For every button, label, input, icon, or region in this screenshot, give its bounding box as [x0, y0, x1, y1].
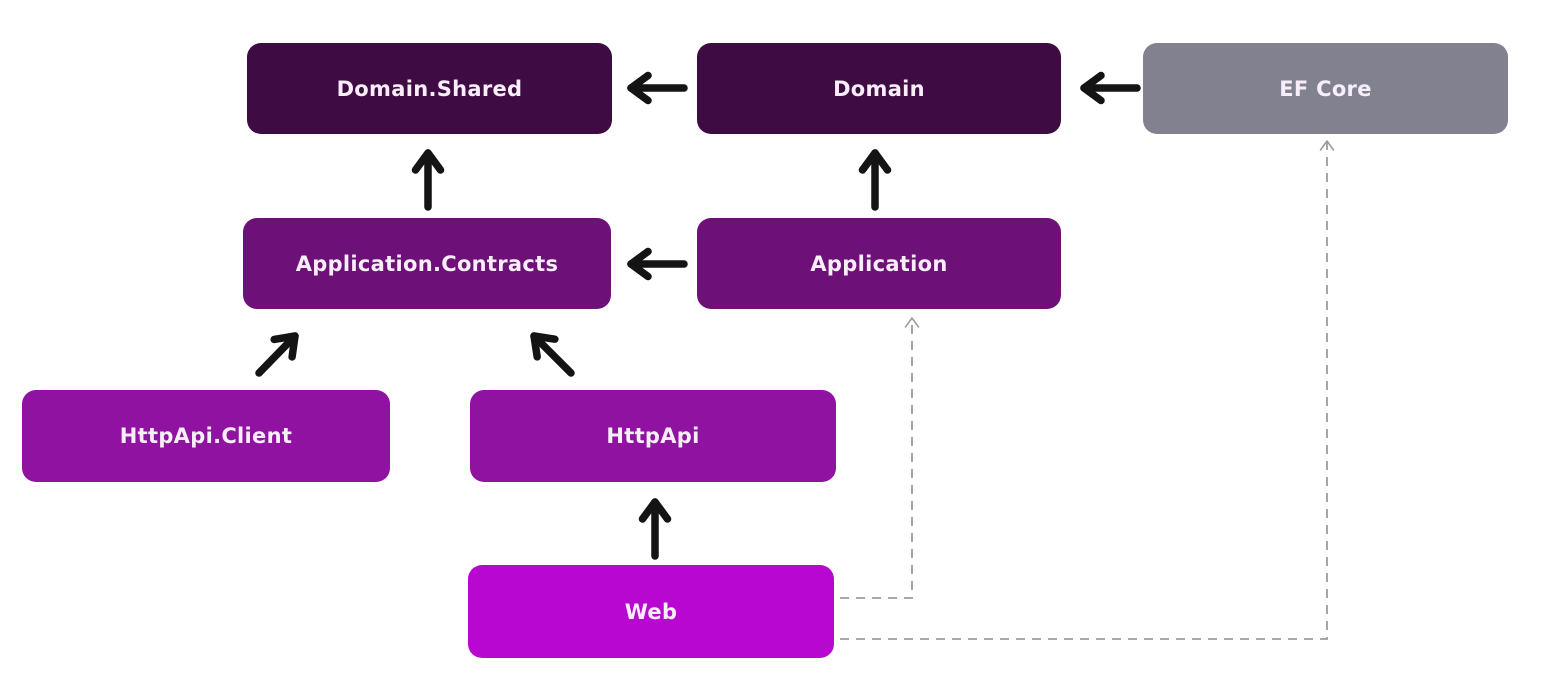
- box-ef-core-label: EF Core: [1279, 76, 1372, 101]
- box-domain: Domain: [697, 43, 1061, 134]
- box-httpapi: HttpApi: [470, 390, 836, 482]
- box-web-label: Web: [624, 599, 678, 624]
- dashed-arrow-web-to-efcore: [840, 140, 1335, 640]
- box-httpapi-client: HttpApi.Client: [22, 390, 390, 482]
- dashed-arrow-web-to-application: [840, 317, 920, 599]
- box-domain-shared: Domain.Shared: [247, 43, 612, 134]
- box-domain-shared-label: Domain.Shared: [336, 76, 523, 101]
- arrow-httpapi-to-application-contracts: [530, 332, 575, 377]
- box-domain-label: Domain: [833, 76, 925, 101]
- arrow-httpapi-client-to-application-contracts: [255, 332, 299, 377]
- box-httpapi-client-label: HttpApi.Client: [119, 424, 293, 448]
- box-application-contracts-label: Application.Contracts: [295, 251, 559, 276]
- box-application-label: Application: [810, 251, 948, 276]
- box-ef-core: EF Core: [1143, 43, 1508, 134]
- box-httpapi-label: HttpApi: [606, 424, 700, 448]
- box-application-contracts: Application.Contracts: [243, 218, 611, 309]
- box-web: Web: [468, 565, 834, 658]
- box-application: Application: [697, 218, 1061, 309]
